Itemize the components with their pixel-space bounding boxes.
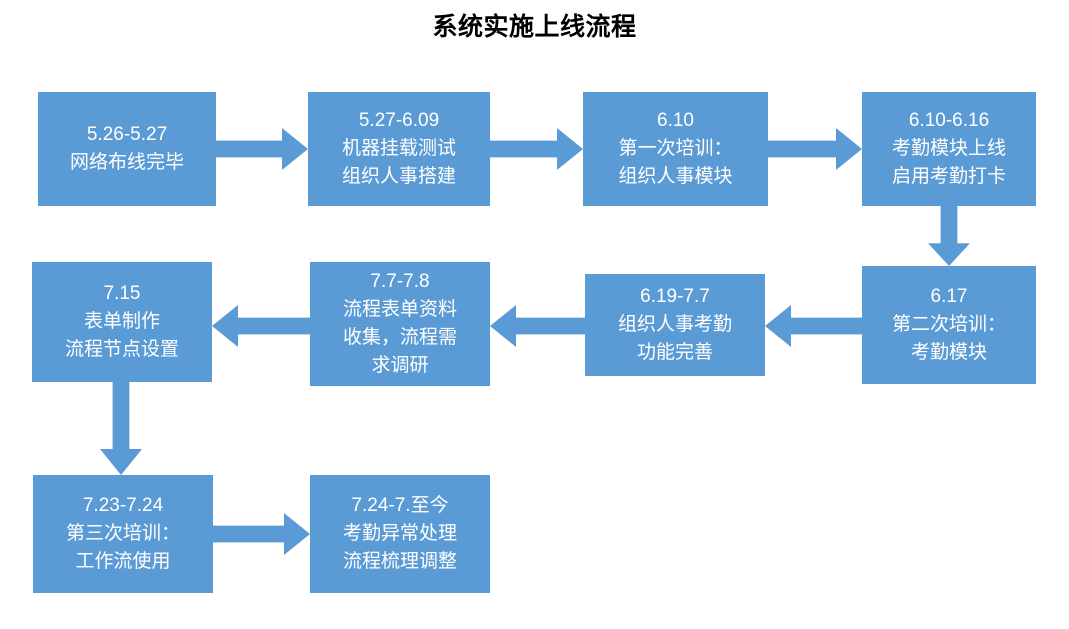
- flow-node-line: 流程表单资料: [342, 299, 457, 320]
- flow-node-line: 功能完善: [636, 342, 713, 363]
- flow-node-line: 考勤模块: [910, 342, 987, 363]
- flow-node-network-cabling[interactable]: 5.26-5.27 网络布线完毕: [38, 92, 216, 206]
- arrow-node3-to-node4: [768, 128, 862, 170]
- flow-node-attendance-exception-handling[interactable]: 7.24-7.至今考勤异常处理流程梳理调整: [310, 475, 490, 593]
- flow-node-line: 求调研: [371, 355, 429, 376]
- arrow-node9-to-node10: [213, 513, 310, 555]
- flow-node-machine-mount-test[interactable]: 5.27-6.09 机器挂载测试组织人事搭建: [308, 92, 490, 206]
- flow-node-line: 表单制作: [83, 311, 160, 332]
- page-title: 系统实施上线流程: [432, 13, 637, 41]
- flow-node-attendance-module-launch[interactable]: 6.10-6.16 考勤模块上线启用考勤打卡: [862, 92, 1036, 206]
- flow-node-line: 第三次培训：: [65, 523, 180, 544]
- flow-node-line: 收集，流程需: [342, 327, 457, 348]
- flow-node-first-training[interactable]: 6.10 第一次培训： 组织人事模块: [583, 92, 768, 206]
- flow-node-line: 6.19-7.7: [640, 286, 710, 307]
- flow-node-line: 6.10: [657, 110, 694, 131]
- flow-node-line: 启用考勤打卡: [891, 166, 1006, 187]
- flow-node-line: 5.27-6.09: [358, 110, 440, 131]
- flow-node-line: 组织人事模块: [618, 166, 733, 187]
- flow-node-line: 工作流使用: [75, 551, 171, 572]
- flow-node-line: 7.23-7.24: [82, 495, 164, 516]
- arrow-node1-to-node2: [216, 128, 308, 170]
- flow-node-line: 6.10-6.16: [908, 110, 990, 131]
- flow-node-form-creation[interactable]: 7.15 表单制作流程节点设置: [32, 262, 212, 382]
- flow-node-line: 机器挂载测试: [341, 138, 456, 159]
- flow-node-process-form-research[interactable]: 7.7-7.8 流程表单资料收集，流程需求调研: [310, 262, 490, 386]
- flow-node-line: 流程节点设置: [64, 339, 179, 360]
- flow-node-line: 组织人事考勤: [617, 314, 732, 335]
- arrow-node5-to-node6: [765, 305, 862, 347]
- flow-node-line: 第二次培训：: [891, 314, 1006, 335]
- flow-node-line: 6.17: [930, 286, 968, 307]
- arrow-node4-to-node5: [928, 206, 970, 266]
- arrow-node6-to-node7: [490, 305, 585, 347]
- flow-node-line: 5.26-5.27: [86, 124, 168, 145]
- flow-node-function-improvement[interactable]: 6.19-7.7 组织人事考勤功能完善: [585, 274, 765, 376]
- flow-node-line: 流程梳理调整: [342, 551, 457, 572]
- flow-node-line: 考勤模块上线: [891, 138, 1006, 159]
- arrow-node2-to-node3: [490, 128, 583, 170]
- flow-node-second-training[interactable]: 6.17 第二次培训： 考勤模块: [862, 266, 1036, 384]
- flow-node-third-training[interactable]: 7.23-7.24 第三次培训： 工作流使用: [33, 475, 213, 593]
- flow-node-line: 考勤异常处理: [342, 523, 457, 544]
- flow-node-line: 网络布线完毕: [69, 152, 184, 173]
- flow-node-line: 7.24-7.至今: [351, 495, 449, 516]
- flow-node-line: 第一次培训：: [618, 138, 733, 159]
- flow-node-line: 7.15: [103, 283, 141, 304]
- flow-node-line: 组织人事搭建: [341, 166, 456, 187]
- arrow-node8-to-node9: [100, 382, 142, 475]
- arrow-node7-to-node8: [212, 305, 310, 347]
- flow-node-line: 7.7-7.8: [370, 271, 430, 292]
